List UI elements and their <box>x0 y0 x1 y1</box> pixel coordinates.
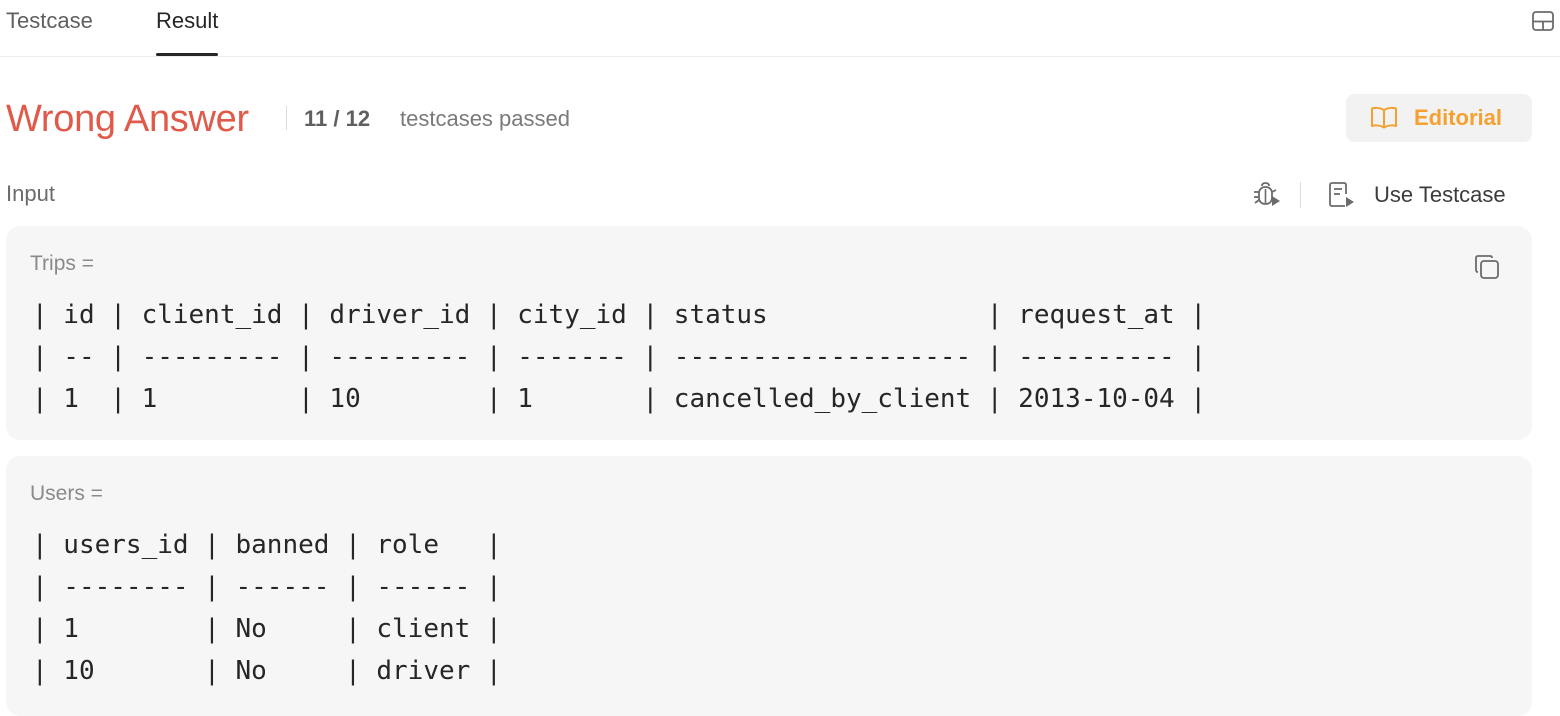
table-line: | -------- | ------ | ------ | <box>32 572 502 602</box>
divider <box>286 106 287 130</box>
variable-name: Users = <box>30 482 103 505</box>
editorial-label: Editorial <box>1414 105 1503 130</box>
input-card-users: Users = | users_id | banned | role | | --… <box>6 456 1532 716</box>
table-line: | users_id | banned | role | <box>32 530 502 560</box>
variable-name: Trips = <box>30 252 94 275</box>
use-testcase-label: Use Testcase <box>1374 182 1506 207</box>
table-line: | 10 | No | driver | <box>32 656 502 686</box>
table-line: | -- | --------- | --------- | ------- |… <box>32 342 1206 372</box>
tab-result[interactable]: Result <box>156 0 219 57</box>
bug-play-icon[interactable] <box>1250 178 1284 212</box>
input-label: Input <box>6 181 55 206</box>
result-tabs: Testcase Result <box>0 0 1560 57</box>
table-line: | 1 | No | client | <box>32 614 502 644</box>
panel-layout-icon[interactable] <box>1531 9 1555 33</box>
verdict-text: Wrong Answer <box>6 98 249 140</box>
input-card-trips: Trips = | id | client_id | driver_id | c… <box>6 226 1532 440</box>
table-text: | users_id | banned | role | | -------- |… <box>32 524 502 692</box>
document-play-icon <box>1329 182 1354 207</box>
editorial-button[interactable]: Editorial <box>1346 94 1532 142</box>
passed-count: 11 / 12 <box>304 106 371 131</box>
table-text: | id | client_id | driver_id | city_id |… <box>32 294 1206 420</box>
copy-icon[interactable] <box>1472 252 1502 282</box>
tab-testcase[interactable]: Testcase <box>6 8 93 33</box>
result-status-row: Wrong Answer 11 / 12 testcases passed Ed… <box>6 94 1532 142</box>
passed-label: testcases passed <box>400 106 570 131</box>
divider <box>1300 182 1301 208</box>
table-line: | id | client_id | driver_id | city_id |… <box>32 300 1206 330</box>
book-open-icon <box>1371 106 1397 129</box>
table-line: | 1 | 1 | 10 | 1 | cancelled_by_client |… <box>32 384 1206 414</box>
